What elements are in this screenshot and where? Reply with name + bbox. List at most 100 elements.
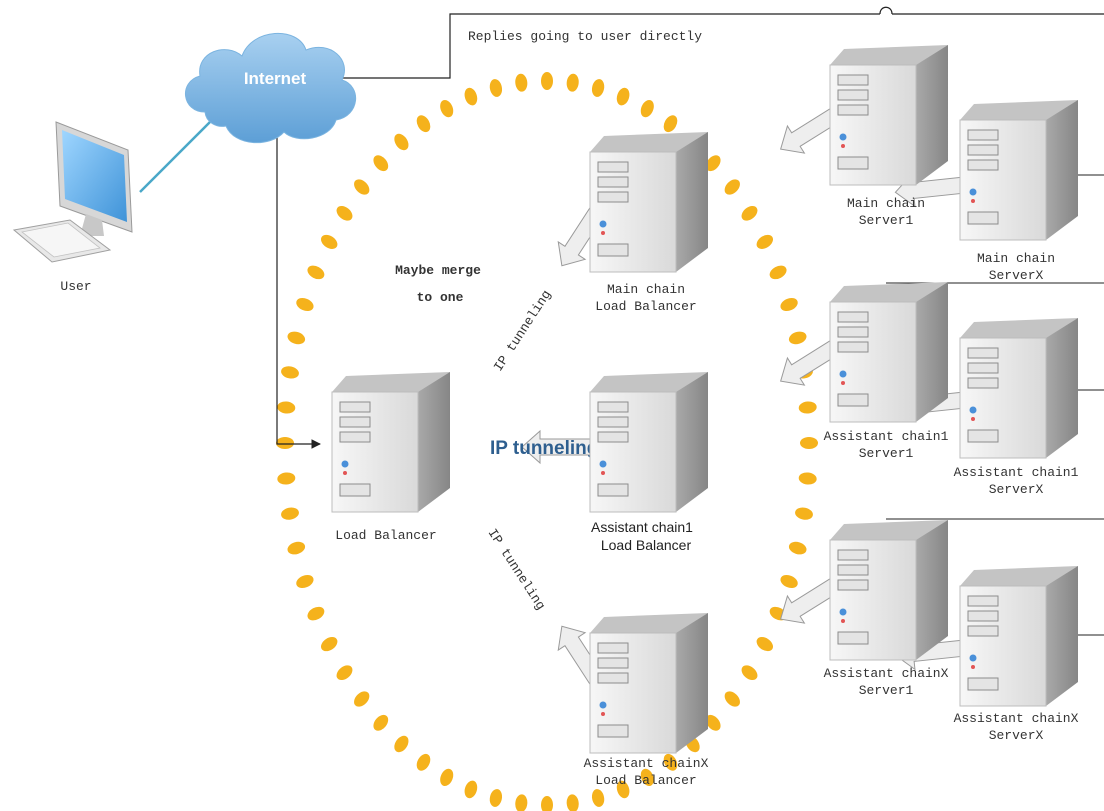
ring-dot: [798, 401, 817, 414]
ring-dot: [416, 753, 431, 771]
ring-dot: [566, 794, 579, 811]
ring-dot: [640, 99, 654, 118]
main-s1-label-line1: Main chain: [847, 196, 925, 211]
ring-dot: [281, 507, 299, 520]
ring-dot: [296, 297, 314, 312]
ring-dot: [756, 637, 773, 652]
main-sx-server-icon: [959, 99, 1079, 241]
ring-dot: [464, 87, 478, 106]
ring-dot: [440, 768, 454, 787]
ring-dot: [741, 205, 758, 221]
reply-line: [317, 6, 1104, 83]
ring-dot: [394, 735, 409, 753]
user-label: User: [60, 279, 91, 294]
tunnel-main-label: IP tunneling: [491, 287, 555, 374]
a1-s1-label-line1: Assistant chain1: [824, 429, 949, 444]
internet-to-lb-line: [276, 78, 321, 449]
a1-lb-label-line2: Load Balancer: [601, 537, 692, 553]
load-balancer-server-icon: [331, 371, 451, 513]
ring-dot: [724, 179, 740, 195]
cloud-icon: [184, 32, 357, 144]
ax-lb-server-icon: [589, 612, 709, 754]
ax-lb-label-line2: Load Balancer: [595, 773, 696, 788]
desktop-computer-icon: [12, 121, 133, 263]
ring-dot: [394, 133, 409, 151]
ring-dot: [591, 789, 605, 807]
load-balancer-label: Load Balancer: [335, 528, 436, 543]
ring-dot: [616, 87, 630, 106]
internet-label: Internet: [244, 69, 307, 88]
ring-dot: [591, 79, 605, 97]
ring-dot: [373, 714, 389, 731]
tunnel-center-label: IP tunneling: [490, 438, 598, 459]
ring-dot: [321, 637, 338, 652]
ring-dot: [663, 115, 678, 133]
ring-dot: [616, 780, 630, 799]
ring-dot: [287, 331, 306, 345]
ring-dot: [296, 574, 314, 589]
ring-dot: [464, 780, 478, 799]
ring-dot: [798, 472, 817, 485]
ring-dot: [541, 72, 553, 90]
ring-dot: [336, 205, 353, 221]
ring-dot: [307, 606, 325, 621]
ring-dot: [780, 297, 798, 312]
ring-dot: [705, 714, 721, 731]
ring-dot: [566, 73, 579, 92]
ring-dot: [788, 541, 807, 555]
main-sx-label-line2: ServerX: [989, 268, 1044, 283]
main-lb-label-line1: Main chain: [607, 282, 685, 297]
main-lb-label-line2: Load Balancer: [595, 299, 696, 314]
ax-sx-server-icon: [959, 565, 1079, 707]
ring-dot: [281, 366, 299, 379]
ring-dot: [705, 155, 721, 172]
a1-sx-label-line1: Assistant chain1: [954, 465, 1079, 480]
replies-label: Replies going to user directly: [468, 29, 702, 44]
ring-dot: [515, 794, 528, 811]
a1-s1-server-icon: [829, 281, 949, 423]
ax-sx-label-line2: ServerX: [989, 728, 1044, 743]
ax-s1-server-icon: [829, 519, 949, 661]
a1-lb-server-icon: [589, 371, 709, 513]
ring-dot: [489, 79, 503, 97]
ax-lb-label-line1: Assistant chainX: [584, 756, 709, 771]
a1-sx-label-line2: ServerX: [989, 482, 1044, 497]
ring-dot: [769, 265, 787, 280]
ring-dot: [640, 768, 654, 787]
ax-s1-label-line2: Server1: [859, 683, 914, 698]
a1-s1-label-line2: Server1: [859, 446, 914, 461]
main-s1-server-icon: [829, 44, 949, 186]
ring-dot: [321, 234, 338, 249]
ring-dot: [373, 155, 389, 172]
ring-dot: [416, 115, 431, 133]
ring-dot: [276, 437, 294, 449]
ring-dot: [541, 796, 553, 811]
ring-dot: [795, 507, 813, 520]
ring-dot: [336, 665, 353, 681]
ring-dot: [440, 99, 454, 118]
ring-dot: [354, 179, 370, 195]
ring-dot: [663, 753, 678, 771]
ring-dot: [724, 691, 740, 707]
ring-dot: [287, 541, 306, 555]
merge-boundary-dots: [276, 72, 818, 811]
ring-dot: [741, 665, 758, 681]
maybe-merge-label-line2: to one: [417, 290, 464, 305]
ring-dot: [307, 265, 325, 280]
ring-dot: [800, 437, 818, 449]
main-sx-label-line1: Main chain: [977, 251, 1055, 266]
ring-dot: [489, 789, 503, 807]
a1-lb-label-line1: Assistant chain1: [591, 519, 693, 535]
maybe-merge-label-line1: Maybe merge: [395, 263, 481, 278]
ax-sx-label-line1: Assistant chainX: [954, 711, 1079, 726]
ring-dot: [788, 331, 807, 345]
main-s1-label-line2: Server1: [859, 213, 914, 228]
ring-dot: [277, 472, 296, 485]
ring-dot: [780, 574, 798, 589]
ax-s1-label-line1: Assistant chainX: [824, 666, 949, 681]
ring-dot: [277, 401, 296, 414]
tunnel-x-label: IP tunneling: [485, 526, 549, 613]
ring-dot: [515, 73, 528, 92]
ring-dot: [756, 234, 773, 249]
